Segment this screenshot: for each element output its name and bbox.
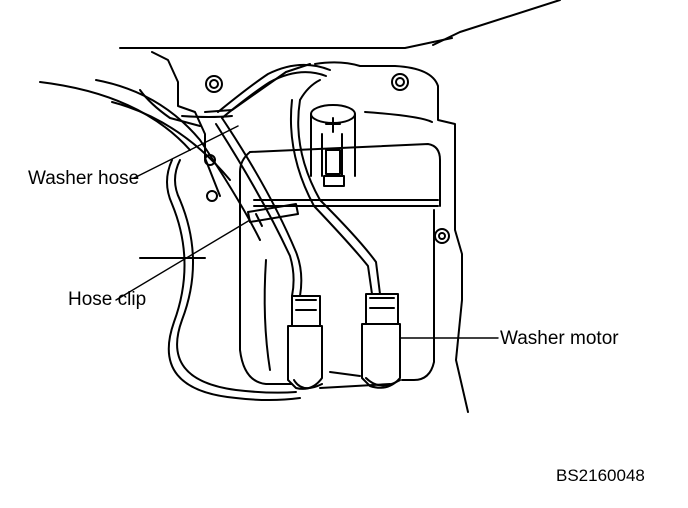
washer-motor-label: Washer motor (500, 328, 619, 349)
washer-hose-label: Washer hose (28, 168, 140, 189)
hose-clip-label: Hose clip (68, 289, 147, 310)
figure-code: BS2160048 (556, 466, 645, 485)
washer-reservoir (239, 143, 441, 389)
washer-motor-connectors (287, 293, 401, 390)
leader-lines (115, 125, 499, 339)
mount-bolts (204, 73, 450, 244)
washer-hose-lines (39, 63, 381, 401)
filler-neck (310, 104, 356, 187)
hose-clip (247, 203, 299, 227)
